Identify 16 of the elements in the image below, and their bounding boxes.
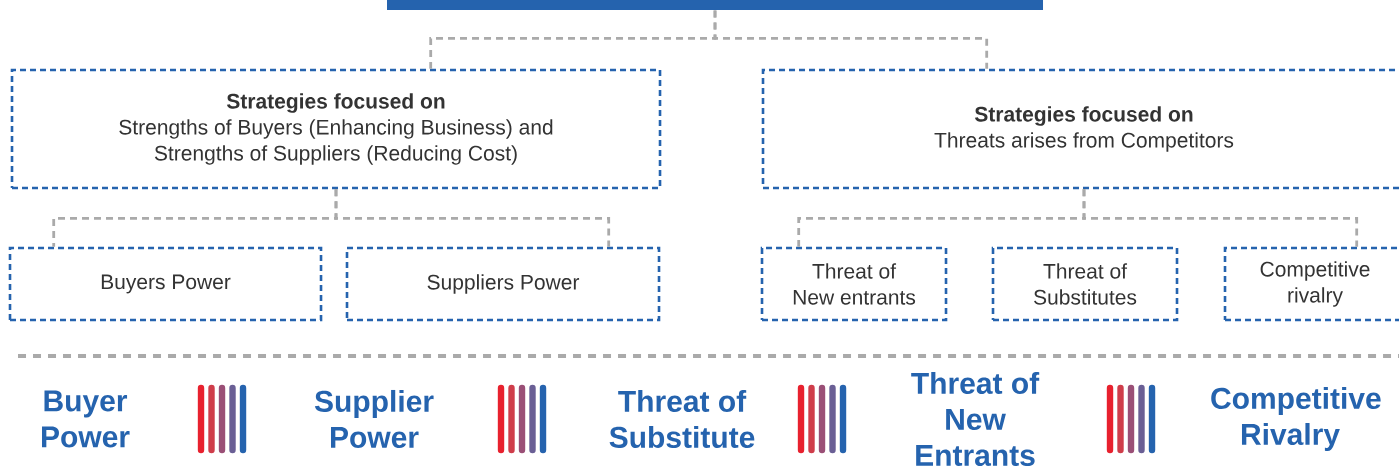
force-label: Supplier Power <box>314 389 434 448</box>
connector-line <box>713 10 989 69</box>
force-box: Buyers Power <box>8 246 323 322</box>
force-box: Threat of New entrants <box>760 246 948 322</box>
strategy-box: Strategies focused on Threats arises from Competitors <box>761 68 1399 190</box>
connector-line <box>1082 189 1359 247</box>
header-bar <box>387 0 1043 10</box>
force-box: Threat of Substitutes <box>991 246 1179 322</box>
strategy-box: Strategies focused on Strengths of Buyers (Enhancing Business) and Strengths of Suppliers (Reducing Cost) <box>10 68 662 190</box>
connector-line <box>334 189 611 247</box>
force-label: Competitive Rivalry <box>1211 387 1381 451</box>
force-label: Threat of Substitute <box>609 389 755 448</box>
force-box: Competitive rivalry <box>1223 246 1399 322</box>
force-label: Threat of New Entrants <box>911 371 1040 466</box>
force-box: Suppliers Power <box>345 246 661 322</box>
force-label: Buyer Power <box>42 390 130 448</box>
